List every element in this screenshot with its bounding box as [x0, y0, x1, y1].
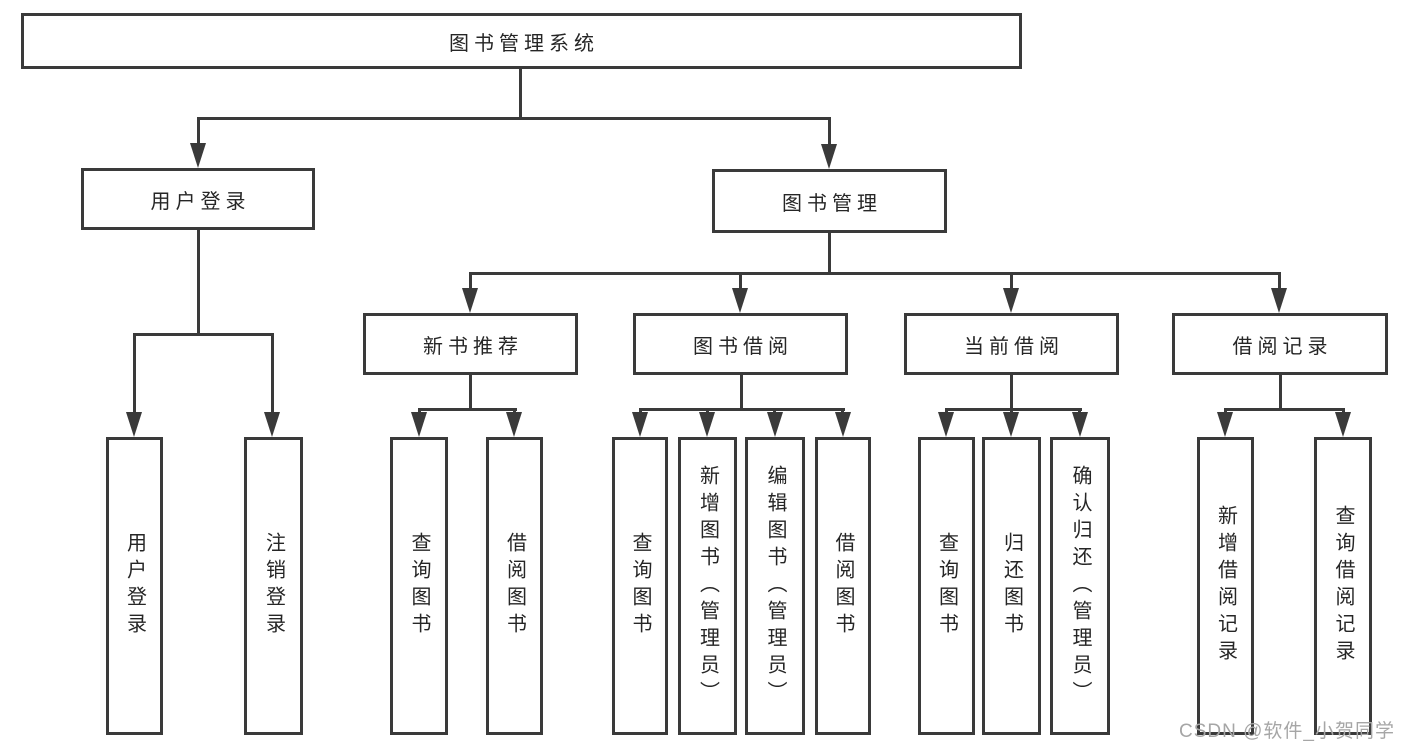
leaf-query-borrow-record: 查询借阅记录 [1314, 437, 1372, 735]
connector-book-borrowing-bar [639, 408, 845, 411]
leaf-user-login-label: 用户登录 [123, 532, 146, 640]
arrow-down-icon [1217, 412, 1233, 437]
connector-drop [1078, 408, 1081, 415]
connector-borrowing-records-bar [1224, 408, 1345, 411]
connector-current-borrowing-bar [945, 408, 1082, 411]
leaf-edit-books-admin-label: 编辑图书（管理员） [764, 464, 786, 708]
connector-drop [1224, 408, 1227, 415]
node-current-borrowing-label: 当前借阅 [964, 335, 1064, 358]
leaf-edit-books-admin: 编辑图书（管理员） [745, 437, 805, 735]
leaf-query-books-current: 查询图书 [918, 437, 975, 735]
leaf-borrow-books-borrowing: 借阅图书 [815, 437, 871, 735]
connector-book-management-stem [828, 233, 831, 275]
leaf-borrow-books-borrowing-label: 借阅图书 [832, 532, 854, 640]
arrow-down-icon [1003, 412, 1019, 437]
leaf-return-books: 归还图书 [982, 437, 1041, 735]
arrow-down-icon [264, 412, 280, 437]
node-root-label: 图书管理系统 [449, 32, 599, 55]
connector-drop [639, 408, 642, 415]
connector-book-borrowing-stem [740, 375, 743, 411]
node-user-login: 用户登录 [81, 168, 315, 230]
arrow-down-icon [699, 412, 715, 437]
connector-root-bar [197, 117, 831, 120]
connector-drop-user-login [197, 117, 200, 147]
leaf-confirm-return-admin-label: 确认归还（管理员） [1069, 464, 1091, 708]
arrow-down-icon [732, 288, 748, 313]
connector-drop [945, 408, 948, 415]
connector-user-login-bar [133, 333, 274, 336]
connector-drop [1010, 408, 1013, 415]
connector-user-login-stem [197, 230, 200, 336]
connector-root-stem [519, 69, 522, 119]
node-book-management: 图书管理 [712, 169, 947, 233]
node-user-login-label: 用户登录 [150, 190, 251, 213]
leaf-borrow-books-recommend: 借阅图书 [486, 437, 543, 735]
leaf-borrow-books-recommend-label: 借阅图书 [503, 532, 526, 640]
leaf-add-borrow-record-label: 新增借阅记录 [1214, 505, 1237, 667]
node-book-borrowing: 图书借阅 [633, 313, 848, 375]
leaf-query-books-borrowing-label: 查询图书 [629, 532, 651, 640]
arrow-down-icon [632, 412, 648, 437]
arrow-down-icon [938, 412, 954, 437]
leaf-confirm-return-admin: 确认归还（管理员） [1050, 437, 1110, 735]
leaf-return-books-label: 归还图书 [1000, 532, 1023, 640]
node-borrowing-records: 借阅记录 [1172, 313, 1388, 375]
connector-current-borrowing-stem [1010, 375, 1013, 411]
leaf-user-login: 用户登录 [106, 437, 163, 735]
arrow-down-icon [190, 143, 206, 168]
arrow-down-icon [462, 288, 478, 313]
node-book-management-label: 图书管理 [782, 192, 882, 215]
connector-drop-book-borrowing [739, 272, 742, 292]
arrow-down-icon [126, 412, 142, 437]
connector-drop-leaf-logout [271, 333, 274, 415]
connector-drop [513, 408, 516, 415]
connector-drop-book-management [828, 117, 831, 148]
node-book-borrowing-label: 图书借阅 [693, 335, 793, 358]
connector-drop-current-borrowing [1010, 272, 1013, 292]
watermark-text: CSDN @软件_小贺同学 [1179, 721, 1395, 742]
node-current-borrowing: 当前借阅 [904, 313, 1119, 375]
node-borrowing-records-label: 借阅记录 [1232, 335, 1333, 358]
connector-book-management-bar [469, 272, 1281, 275]
node-root: 图书管理系统 [21, 13, 1022, 69]
arrow-down-icon [411, 412, 427, 437]
leaf-logout: 注销登录 [244, 437, 303, 735]
leaf-add-borrow-record: 新增借阅记录 [1197, 437, 1254, 735]
connector-drop-leaf-user-login [133, 333, 136, 415]
connector-new-book-recommendation-bar [418, 408, 517, 411]
arrow-down-icon [1271, 288, 1287, 313]
arrow-down-icon [835, 412, 851, 437]
node-new-book-recommendation-label: 新书推荐 [423, 335, 523, 358]
connector-drop [841, 408, 844, 415]
leaf-query-books-current-label: 查询图书 [935, 532, 958, 640]
connector-drop-borrowing-records [1278, 272, 1281, 292]
leaf-logout-label: 注销登录 [262, 532, 285, 640]
connector-drop [1342, 408, 1345, 415]
leaf-query-books-recommend: 查询图书 [390, 437, 448, 735]
leaf-query-books-borrowing: 查询图书 [612, 437, 668, 735]
arrow-down-icon [1335, 412, 1351, 437]
arrow-down-icon [821, 144, 837, 169]
arrow-down-icon [1072, 412, 1088, 437]
arrow-down-icon [1003, 288, 1019, 313]
leaf-add-books-admin: 新增图书（管理员） [678, 437, 737, 735]
connector-drop [418, 408, 421, 415]
connector-drop [706, 408, 709, 415]
connector-borrowing-records-stem [1279, 375, 1282, 411]
node-new-book-recommendation: 新书推荐 [363, 313, 578, 375]
leaf-add-books-admin-label: 新增图书（管理员） [696, 464, 719, 708]
arrow-down-icon [506, 412, 522, 437]
arrow-down-icon [767, 412, 783, 437]
leaf-query-books-recommend-label: 查询图书 [408, 532, 430, 640]
leaf-query-borrow-record-label: 查询借阅记录 [1332, 505, 1354, 667]
connector-new-book-recommendation-stem [469, 375, 472, 411]
connector-drop [773, 408, 776, 415]
connector-drop-new-book-recommendation [469, 272, 472, 292]
